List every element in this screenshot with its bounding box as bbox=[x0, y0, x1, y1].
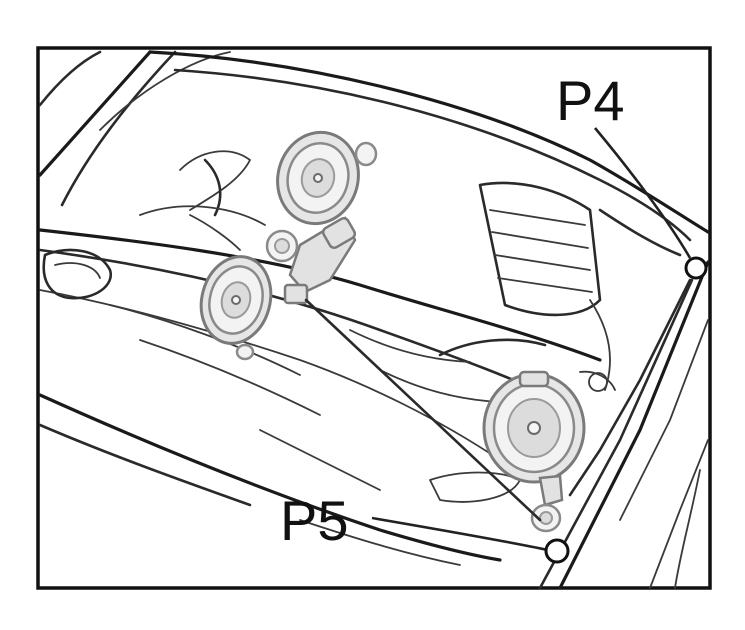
dash-curve-d bbox=[139, 205, 266, 226]
right-speaker-top-bracket bbox=[518, 370, 550, 388]
right-vent-knob bbox=[579, 370, 616, 391]
lower-speaker-mount bbox=[235, 343, 255, 361]
p4-leader-line bbox=[594, 127, 692, 259]
windshield-top-edge bbox=[148, 50, 710, 234]
window-upper-left bbox=[38, 50, 102, 107]
console-curve-a bbox=[438, 338, 547, 357]
tweeter-speaker-upper bbox=[276, 130, 378, 226]
left-vent-slat bbox=[54, 262, 101, 279]
dash-curve-b bbox=[189, 214, 241, 251]
dashboard-front-trim bbox=[38, 423, 252, 507]
a-pillar-right-inner bbox=[538, 278, 694, 590]
left-vent bbox=[42, 248, 113, 300]
dashboard-front-edge bbox=[38, 393, 502, 562]
console-curve-b bbox=[379, 369, 501, 403]
callout-p5: P5 bbox=[280, 489, 570, 564]
diagram-frame bbox=[36, 46, 712, 590]
a-pillar-right-outer bbox=[558, 260, 710, 590]
windshield-left-edge bbox=[38, 50, 152, 177]
door-edge-right bbox=[619, 319, 709, 521]
display-slat-3 bbox=[494, 254, 591, 271]
p4-label: P4 bbox=[556, 69, 625, 132]
right-speaker-bracket bbox=[538, 474, 564, 507]
display-slat-1 bbox=[489, 209, 586, 226]
window-trim-left bbox=[99, 51, 231, 131]
door-panel-right bbox=[649, 439, 709, 589]
p5-marker bbox=[544, 538, 570, 564]
p5-label: P5 bbox=[280, 489, 349, 552]
right-vent-circle bbox=[588, 372, 608, 392]
center-display-housing bbox=[478, 181, 602, 317]
callout-p4: P4 bbox=[556, 69, 708, 280]
wire-harness-right bbox=[568, 278, 692, 497]
dash-curve-a bbox=[179, 150, 251, 211]
a-pillar-left bbox=[60, 50, 177, 207]
dashboard-front-lip bbox=[299, 519, 461, 566]
p5-leader-line bbox=[371, 516, 549, 552]
wire-harness-diagonal bbox=[304, 298, 542, 522]
dashboard-top-line bbox=[38, 228, 602, 362]
dash-curve-f bbox=[139, 339, 321, 416]
headliner-edge bbox=[173, 68, 692, 242]
display-slat-4 bbox=[497, 277, 593, 293]
connector-module bbox=[265, 216, 357, 305]
midrange-speaker-right bbox=[482, 370, 586, 533]
dash-curve-e bbox=[109, 304, 301, 376]
console-curve-c bbox=[349, 329, 471, 363]
tweeter-speaker-lower bbox=[199, 255, 273, 361]
display-slat-2 bbox=[491, 231, 589, 249]
door-trim-right bbox=[674, 469, 701, 589]
dash-lower-curve bbox=[259, 429, 381, 491]
dash-curve-c bbox=[203, 158, 222, 217]
vehicle-interior-lineart bbox=[38, 50, 710, 590]
dash-right-upper bbox=[598, 208, 682, 257]
upper-speaker-mount bbox=[354, 141, 378, 167]
p4-marker bbox=[684, 256, 708, 280]
